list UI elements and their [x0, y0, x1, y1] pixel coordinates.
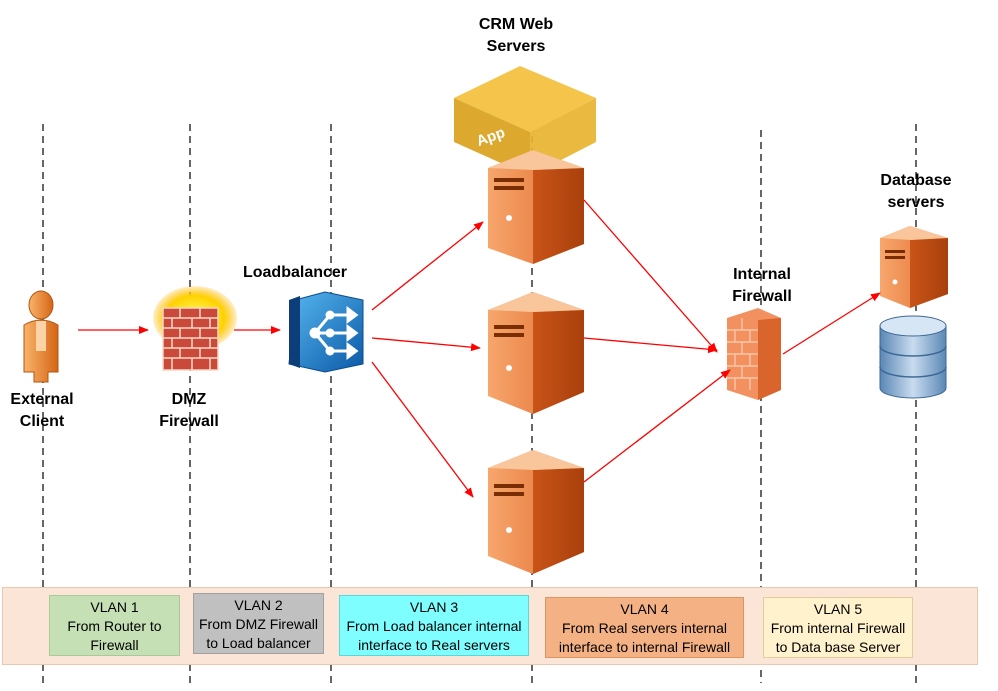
- internal-firewall-icon: [727, 308, 781, 400]
- arrow-server1-to-fw: [583, 199, 718, 353]
- vlan-4-title: VLAN 4: [620, 601, 669, 617]
- vlan-1-title: VLAN 1: [90, 599, 139, 615]
- vlan-3-title: VLAN 3: [409, 599, 459, 615]
- external-client-line2: Client: [19, 413, 65, 430]
- internal-firewall-line2: Firewall: [732, 288, 792, 305]
- external-client-label: External Client: [0, 389, 86, 433]
- crm-web-servers-label: CRM Web Servers: [466, 14, 566, 58]
- vlan-4-box: VLAN 4 From Real servers internal interf…: [545, 597, 744, 658]
- vlan-1-line1: From Router to: [67, 618, 162, 634]
- arrow-server3-to-fw: [583, 369, 731, 483]
- vlan-2-line1: From DMZ Firewall: [199, 616, 318, 632]
- vlan-5-line2: to Data base Server: [775, 639, 901, 655]
- external-client-line1: External: [10, 391, 74, 408]
- arrow-lb-to-server1: [371, 221, 484, 311]
- vlan-1-line2: Firewall: [90, 637, 139, 653]
- loadbalancer-icon: [288, 291, 364, 373]
- database-server-icon: [880, 226, 948, 308]
- dmz-firewall-icon: [153, 286, 237, 371]
- crm-web-servers-line1: CRM Web: [478, 16, 554, 33]
- database-storage-icon: [879, 315, 947, 399]
- vlan-5-line1: From internal Firewall: [770, 620, 906, 636]
- web-server-2-icon: [488, 292, 584, 414]
- vlan-1-box: VLAN 1 From Router to Firewall: [49, 595, 180, 656]
- arrow-lb-to-server2: [371, 337, 481, 352]
- vlan-2-title: VLAN 2: [234, 597, 283, 613]
- vlan-3-line1: From Load balancer internal: [346, 618, 522, 634]
- arrow-fw-to-db: [782, 292, 881, 355]
- vlan-4-line1: From Real servers internal: [562, 620, 727, 636]
- internal-firewall-line1: Internal: [733, 266, 791, 283]
- dmz-firewall-label: DMZ Firewall: [144, 389, 234, 433]
- vlan-4-line2: interface to internal Firewall: [558, 639, 731, 655]
- crm-web-servers-line2: Servers: [486, 38, 546, 55]
- arrow-server2-to-fw: [583, 337, 718, 354]
- vlan-5-title: VLAN 5: [813, 601, 863, 617]
- arrow-lb-to-server3: [371, 361, 474, 498]
- person-icon: [23, 290, 59, 383]
- vlan-3-line2: interface to Real servers: [358, 637, 510, 653]
- dmz-firewall-line2: Firewall: [159, 413, 219, 430]
- internal-firewall-label: Internal Firewall: [716, 264, 808, 308]
- web-server-1-icon: [488, 150, 584, 264]
- web-server-3-icon: [488, 450, 584, 574]
- dmz-firewall-line1: DMZ: [171, 391, 207, 408]
- connection-arrows: [78, 199, 881, 498]
- database-servers-label: Database servers: [864, 170, 968, 214]
- vlan-2-box: VLAN 2 From DMZ Firewall to Load balance…: [193, 593, 324, 654]
- loadbalancer-label: Loadbalancer: [242, 264, 348, 281]
- vlan-2-line2: to Load balancer: [206, 635, 311, 651]
- database-servers-line1: Database: [880, 172, 952, 189]
- vlan-3-box: VLAN 3 From Load balancer internal inter…: [339, 595, 529, 656]
- vlan-5-box: VLAN 5 From internal Firewall to Data ba…: [763, 597, 913, 658]
- database-servers-line2: servers: [887, 194, 945, 211]
